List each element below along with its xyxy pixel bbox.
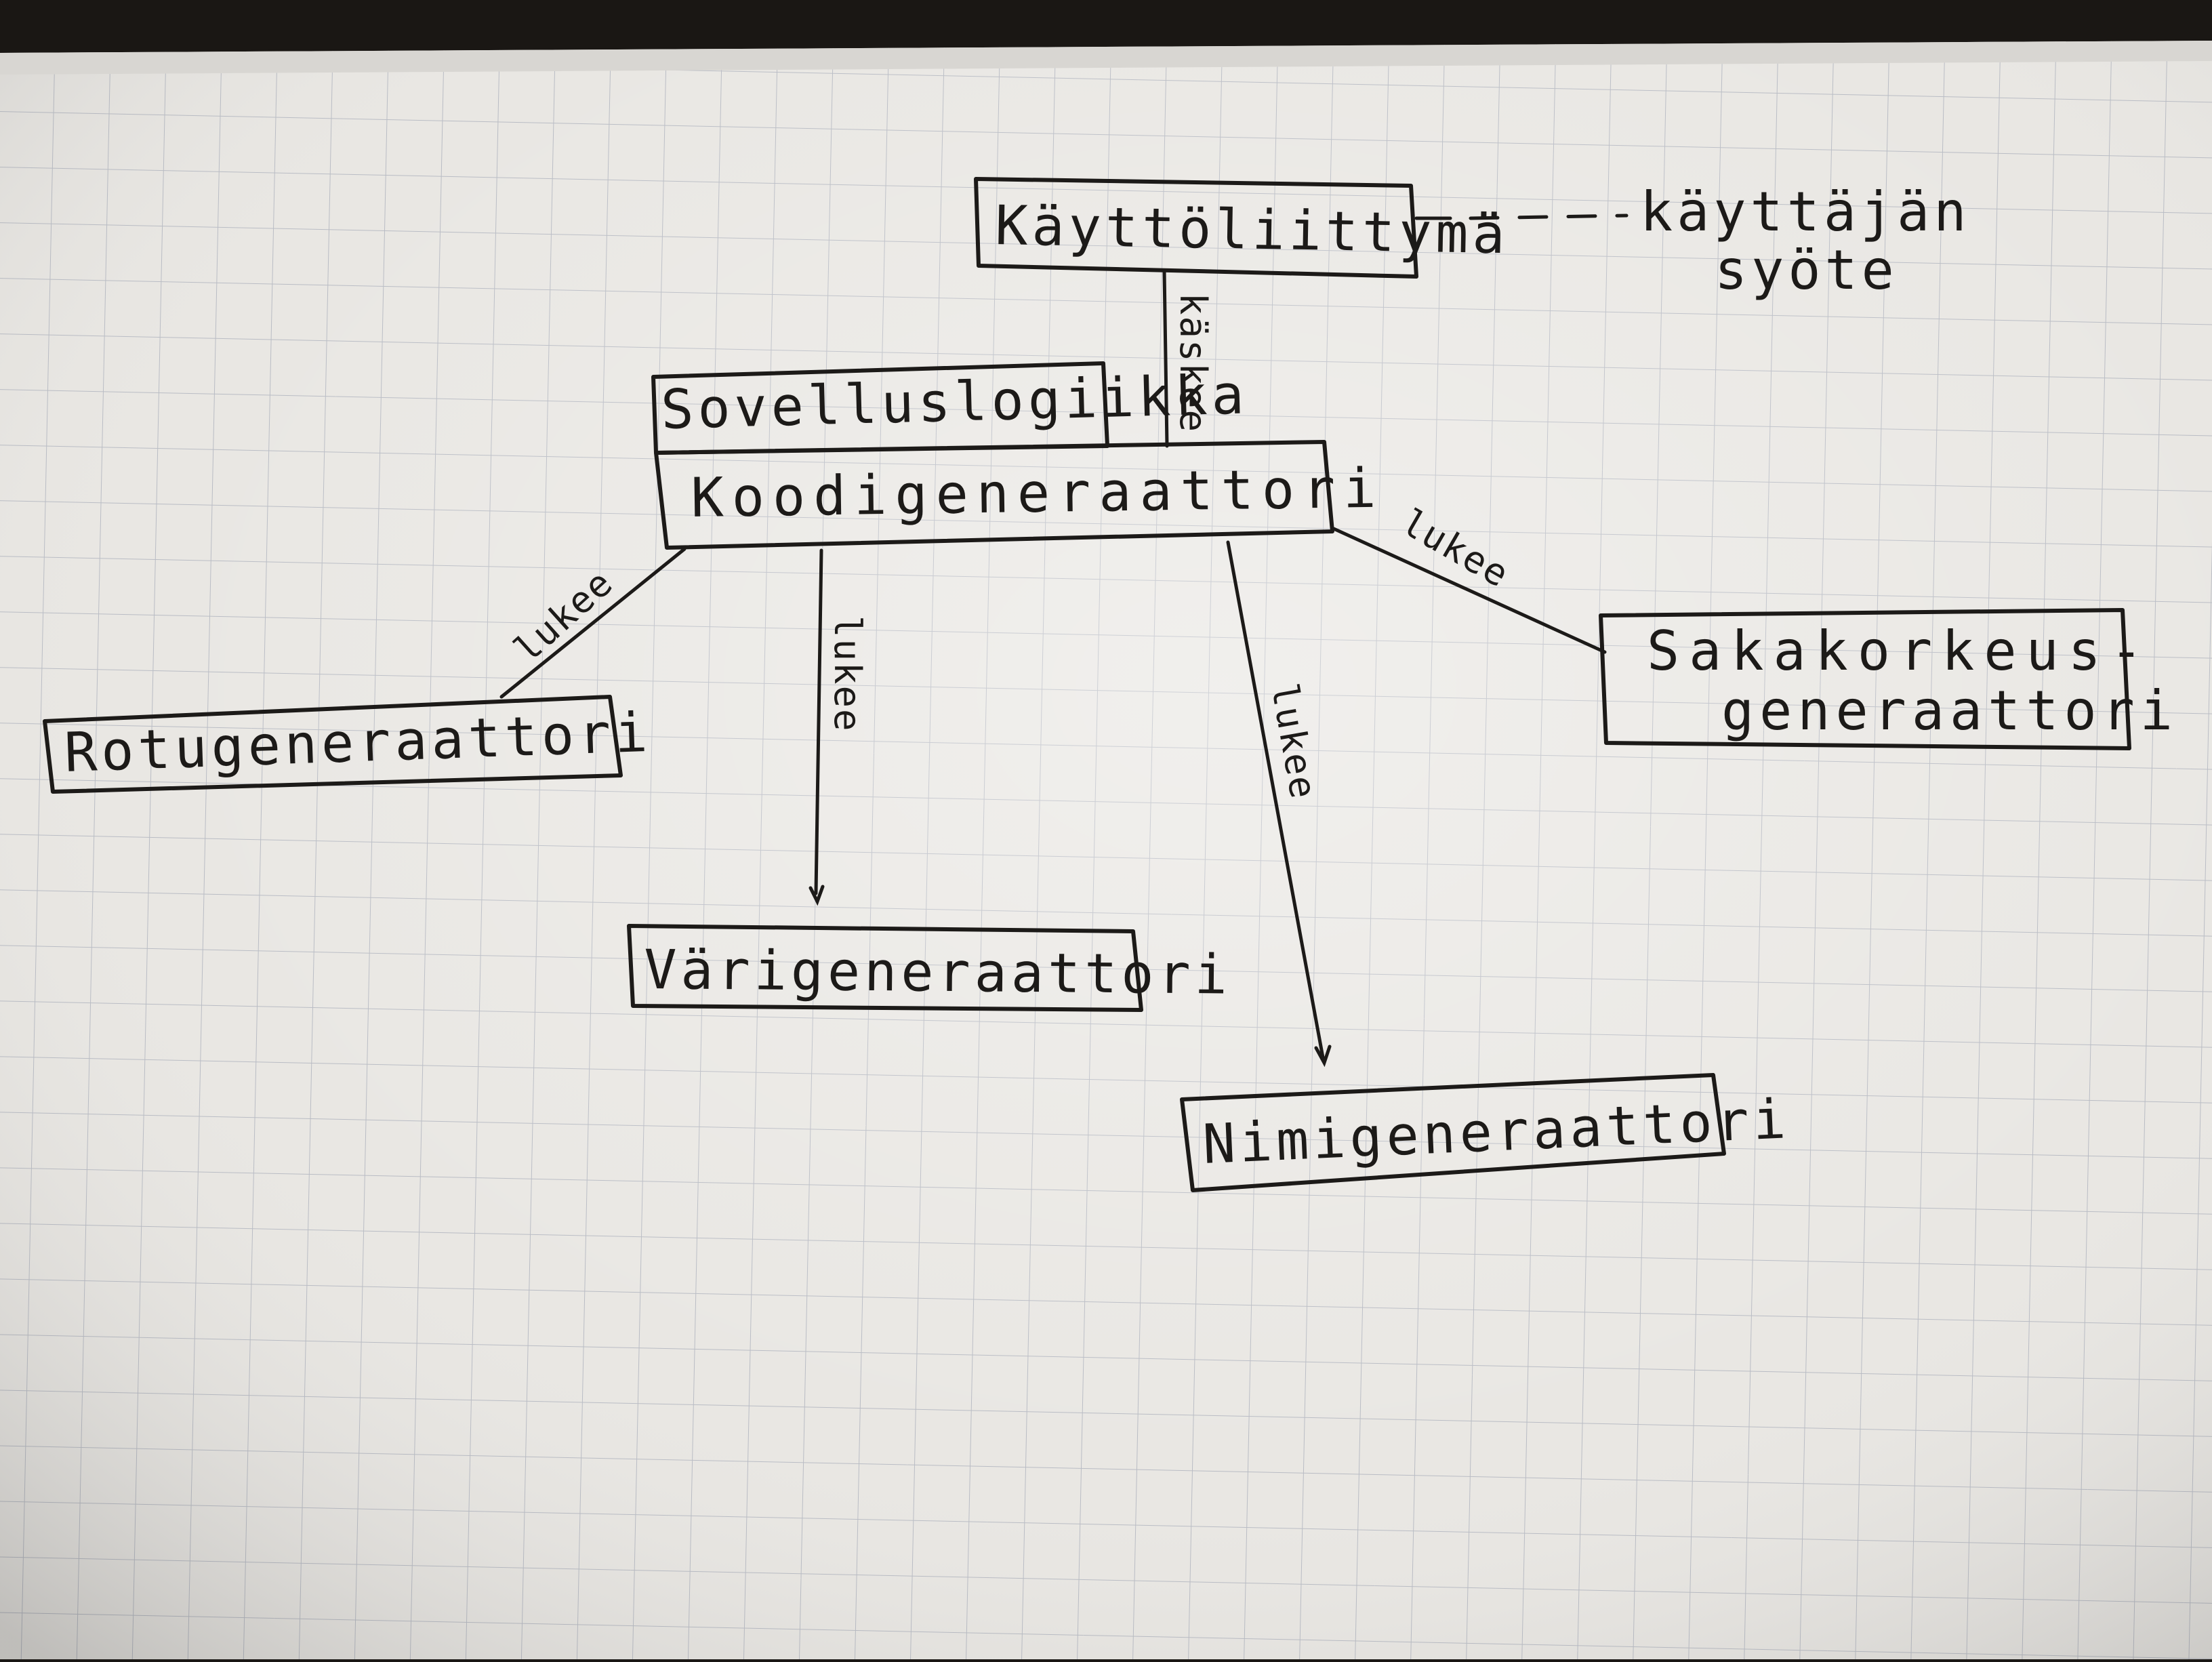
label-sovelluslogiikka: Sovelluslogiikka [660, 363, 1249, 441]
connector-user-input-dashed [1469, 214, 1629, 220]
connector-lukee-sakakorkeus [1332, 527, 1607, 654]
edge-label-lukee-vari: lukee [826, 615, 869, 733]
label-kayttoliittyma: Käyttöliittymä [995, 194, 1510, 266]
connector-lukee-vari [808, 548, 825, 906]
label-sakakorkeus-line2: generaattori [1721, 679, 2178, 742]
lighting-overlay [0, 41, 2212, 1659]
paper-edge [0, 41, 2212, 75]
box-nimigeneraattori [1180, 1073, 1726, 1192]
label-sakakorkeus-line1: Sakakorkeus- [1647, 620, 2152, 683]
label-kayttajan: käyttäjän [1640, 180, 1970, 243]
connector-lukee-rotu [499, 547, 687, 699]
label-koodigeneraattori: Koodigeneraattori [691, 457, 1385, 529]
connector-kaskee [1162, 269, 1169, 448]
box-koodigeneraattori [654, 440, 1334, 550]
box-rotugeneraattori [43, 695, 623, 794]
box-varigeneraattori [627, 924, 1143, 1012]
box-kayttoliittyma [974, 177, 1418, 279]
label-syote: syöte [1715, 239, 1898, 302]
box-sakakorkeusgeneraattori [1599, 608, 2131, 750]
edge-label-kaskee: käskee [1172, 293, 1214, 433]
connector-lukee-nimi [1226, 540, 1332, 1068]
label-varigeneraattori: Värigeneraattori [644, 938, 1231, 1007]
